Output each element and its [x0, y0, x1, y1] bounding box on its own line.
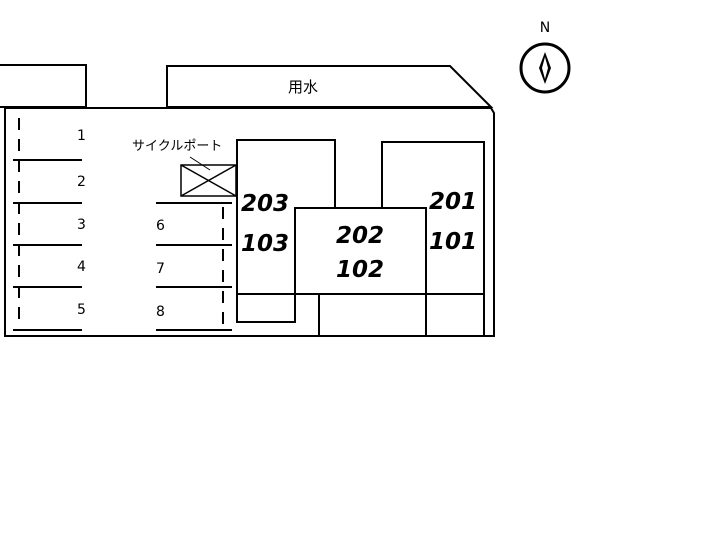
compass-icon [519, 42, 571, 94]
parking-space-7: 7 [156, 261, 165, 277]
room-203: 203 [241, 191, 289, 217]
parking-space-2: 2 [77, 174, 86, 190]
room-103: 103 [241, 231, 289, 257]
room-201: 201 [429, 189, 477, 215]
building-middle [294, 207, 427, 336]
parking-space-5: 5 [77, 302, 86, 318]
room-101: 101 [429, 229, 477, 255]
cycle-port-label: サイクルポート [132, 139, 222, 154]
parking-space-1: 1 [77, 128, 86, 144]
parking-space-3: 3 [77, 217, 86, 233]
parking-right-column [156, 202, 232, 331]
parking-space-6: 6 [156, 218, 165, 234]
parking-space-8: 8 [156, 304, 165, 320]
parking-left-column [13, 118, 82, 331]
cycle-port-leader [189, 156, 211, 171]
room-102: 102 [336, 257, 384, 283]
canal-label: 用水 [288, 78, 318, 96]
room-202: 202 [336, 223, 384, 249]
compass-north-label: N [540, 20, 550, 36]
site-boundary [4, 107, 495, 337]
cycle-port-box [180, 164, 237, 197]
canal-outline [166, 65, 494, 108]
neighbor-lot-outline [0, 64, 87, 108]
parking-space-4: 4 [77, 259, 86, 275]
